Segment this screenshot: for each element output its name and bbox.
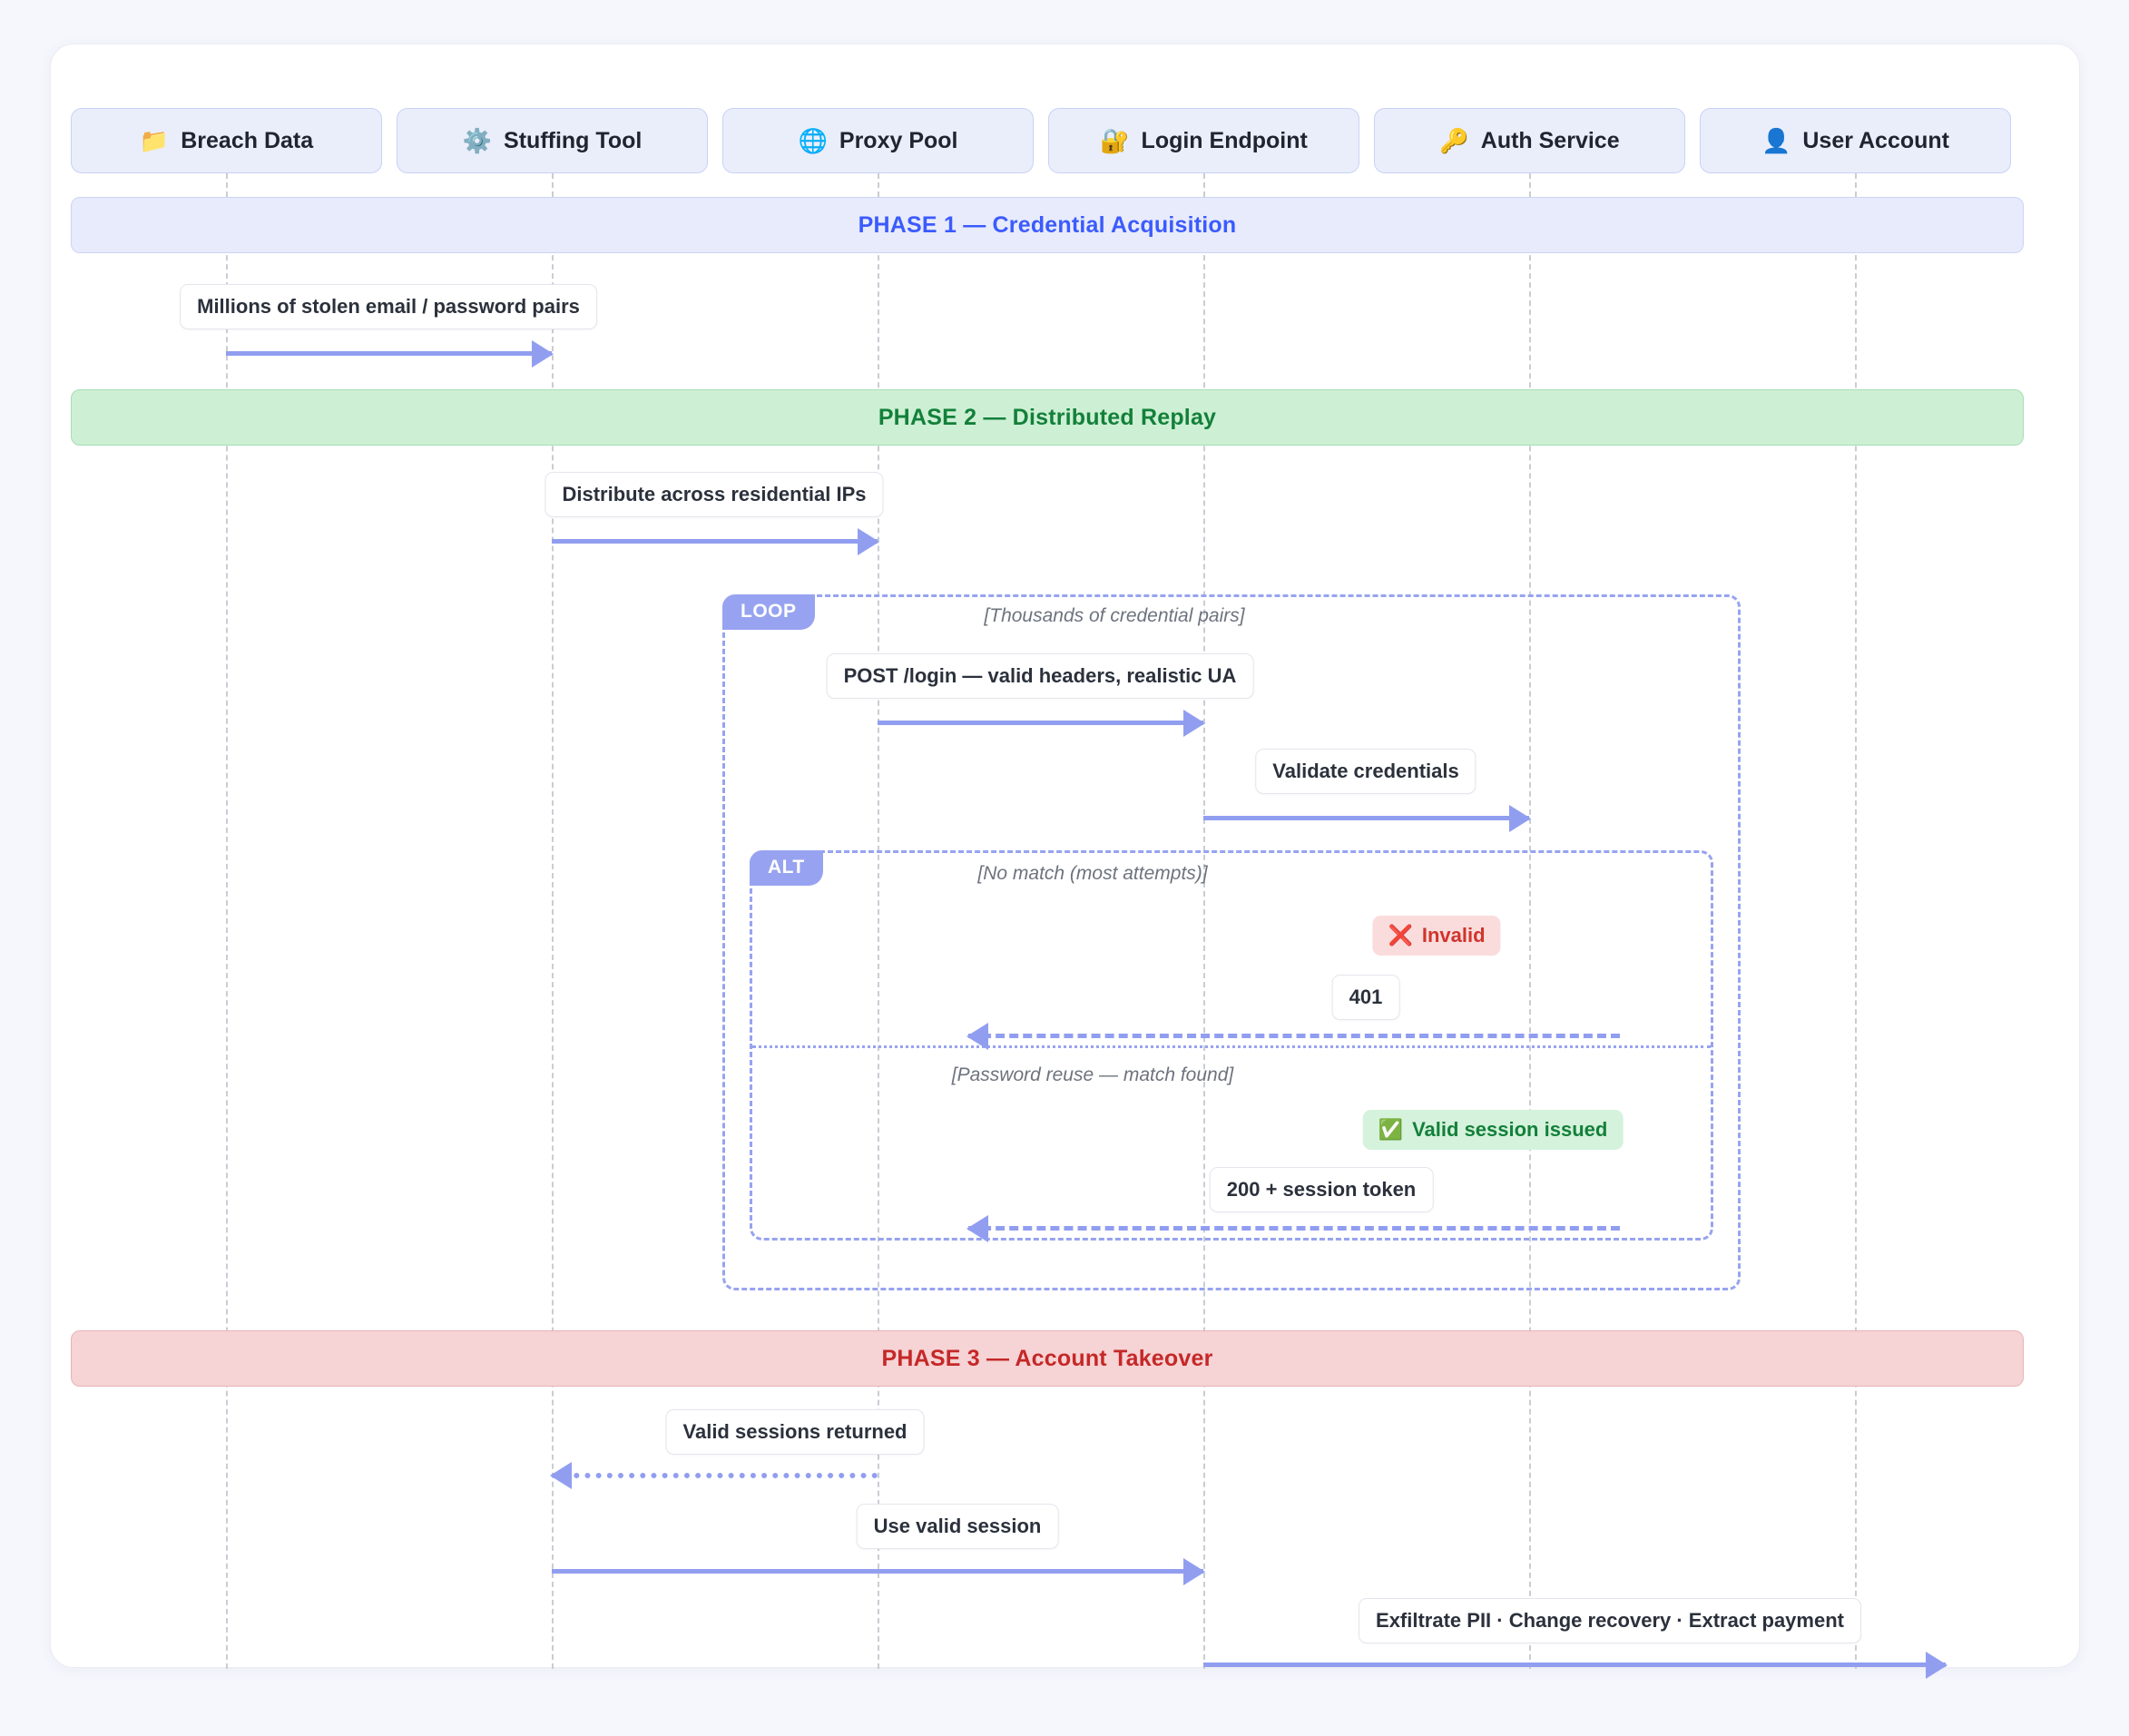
lifeline-login-endpoint xyxy=(1203,173,1205,1669)
message-arrow-auth-to-proxy-401 xyxy=(966,1023,1620,1050)
phase-band-3: PHASE 3 — Account Takeover xyxy=(71,1330,2024,1387)
participant-login-endpoint[interactable]: 🔐 Login Endpoint xyxy=(1048,108,1359,173)
message-label-valid-sessions-returned: Valid sessions returned xyxy=(665,1409,925,1455)
message-arrow-breach-to-stuffing xyxy=(226,340,554,368)
message-label-stolen-pairs: Millions of stolen email / password pair… xyxy=(180,284,597,329)
lock-icon: 🔐 xyxy=(1100,127,1130,154)
globe-icon: 🌐 xyxy=(798,127,828,154)
participant-stuffing-tool[interactable]: ⚙️ Stuffing Tool xyxy=(397,108,708,173)
fragment-alt-condition: [No match (most attempts)] xyxy=(977,863,1208,884)
status-badge-invalid: ❌ Invalid xyxy=(1372,916,1501,956)
message-label-401: 401 xyxy=(1331,975,1400,1020)
message-arrow-login-to-user-account xyxy=(1203,1652,1947,1679)
message-label-exfiltrate-pii: Exfiltrate PII · Change recovery · Extra… xyxy=(1359,1598,1861,1643)
message-arrow-stuffing-to-login xyxy=(552,1558,1205,1585)
message-label-use-valid-session: Use valid session xyxy=(856,1504,1059,1549)
participant-label: User Account xyxy=(1802,127,1949,153)
person-icon: 👤 xyxy=(1761,127,1791,154)
phase-band-1: PHASE 1 — Credential Acquisition xyxy=(71,197,2024,253)
status-badge-label: Invalid xyxy=(1421,924,1486,946)
participant-auth-service[interactable]: 🔑 Auth Service xyxy=(1374,108,1685,173)
fragment-alt-divider xyxy=(752,1045,1711,1048)
participant-label: Proxy Pool xyxy=(839,127,958,153)
lifeline-auth-service xyxy=(1529,173,1531,1669)
check-mark-icon: ✅ xyxy=(1378,1118,1404,1141)
participant-breach-data[interactable]: 📁 Breach Data xyxy=(71,108,382,173)
participant-label: Login Endpoint xyxy=(1141,127,1308,153)
status-badge-valid-session: ✅ Valid session issued xyxy=(1362,1110,1624,1150)
message-label-post-login: POST /login — valid headers, realistic U… xyxy=(826,653,1254,699)
message-label-distribute-ips: Distribute across residential IPs xyxy=(545,472,884,517)
lifeline-breach-data xyxy=(226,173,228,1669)
fragment-alt-else-condition: [Password reuse — match found] xyxy=(951,1064,1234,1085)
message-arrow-proxy-to-login xyxy=(878,710,1205,737)
participant-label: Breach Data xyxy=(181,127,314,153)
message-label-validate-credentials: Validate credentials xyxy=(1255,749,1477,794)
phase-band-2: PHASE 2 — Distributed Replay xyxy=(71,389,2024,446)
folder-icon: 📁 xyxy=(139,127,170,154)
message-label-200-session-token: 200 + session token xyxy=(1209,1167,1434,1212)
participant-label: Auth Service xyxy=(1480,127,1620,153)
cross-mark-icon: ❌ xyxy=(1388,924,1413,946)
diagram-card: 📁 Breach Data ⚙️ Stuffing Tool 🌐 Proxy P… xyxy=(50,44,2080,1679)
gear-icon: ⚙️ xyxy=(462,127,493,154)
message-arrow-proxy-to-stuffing xyxy=(550,1462,878,1489)
lifeline-stuffing-tool xyxy=(552,173,554,1669)
lifeline-proxy-pool xyxy=(878,173,879,1669)
key-icon: 🔑 xyxy=(1439,127,1469,154)
status-badge-label: Valid session issued xyxy=(1412,1118,1608,1141)
participant-proxy-pool[interactable]: 🌐 Proxy Pool xyxy=(722,108,1034,173)
lifeline-user-account xyxy=(1855,173,1857,1669)
participant-user-account[interactable]: 👤 User Account xyxy=(1700,108,2011,173)
participant-label: Stuffing Tool xyxy=(504,127,643,153)
fragment-alt-badge: ALT xyxy=(750,850,823,886)
fragment-loop-condition: [Thousands of credential pairs] xyxy=(984,605,1245,626)
fragment-alt: ALT xyxy=(750,850,1713,1241)
fragment-loop-badge: LOOP xyxy=(722,594,815,630)
sequence-diagram: 📁 Breach Data ⚙️ Stuffing Tool 🌐 Proxy P… xyxy=(51,44,2079,1679)
message-arrow-login-to-auth xyxy=(1203,805,1531,832)
message-arrow-auth-to-proxy-200 xyxy=(966,1215,1620,1242)
fragment-loop: LOOP xyxy=(722,594,1741,1290)
message-arrow-stuffing-to-proxy xyxy=(552,528,879,555)
